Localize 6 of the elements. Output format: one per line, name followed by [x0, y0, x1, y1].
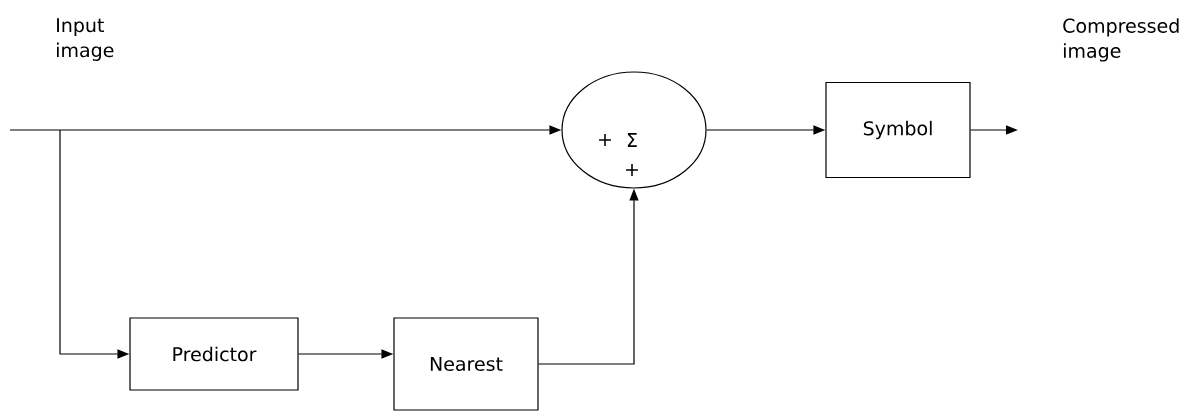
summing-junction: + Σ +	[561, 71, 707, 189]
text-label: Input image	[57, 18, 114, 61]
text-label: Compressed image	[1063, 18, 1179, 62]
process-box: Nearest	[393, 317, 539, 411]
process-box: Predictor	[129, 317, 299, 391]
process-box: Symbol	[825, 81, 971, 179]
